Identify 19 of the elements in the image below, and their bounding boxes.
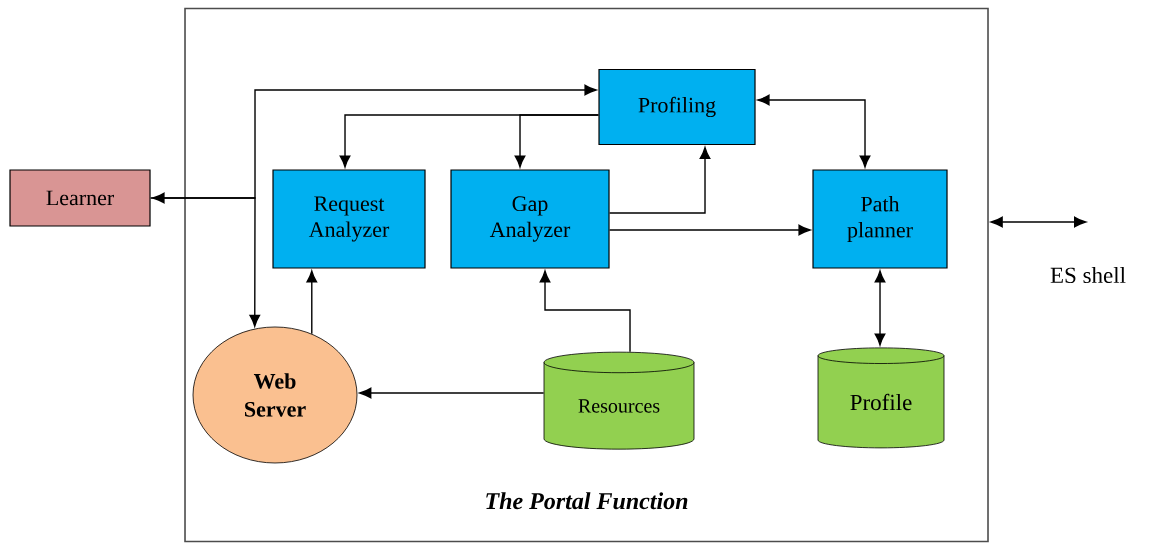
process-box: Gap Analyzer <box>450 169 610 269</box>
side-label: ES shell <box>1050 266 1126 284</box>
arrow <box>874 270 886 346</box>
arrow <box>306 270 318 335</box>
arrow <box>152 84 597 204</box>
learner-box: Learner <box>9 169 151 227</box>
process-box: Request Analyzer <box>272 169 426 269</box>
arrow <box>608 146 711 214</box>
arrow <box>757 94 871 168</box>
arrow <box>359 387 545 399</box>
database-cylinder: Resources <box>543 351 695 450</box>
database-cylinder: Profile <box>817 347 945 449</box>
process-box: Path planner <box>812 169 948 269</box>
arrow <box>539 270 631 353</box>
arrow <box>990 216 1087 228</box>
process-box: Profiling <box>598 68 756 146</box>
arrow <box>514 114 600 168</box>
arrow <box>608 224 811 236</box>
arrow <box>149 197 261 327</box>
